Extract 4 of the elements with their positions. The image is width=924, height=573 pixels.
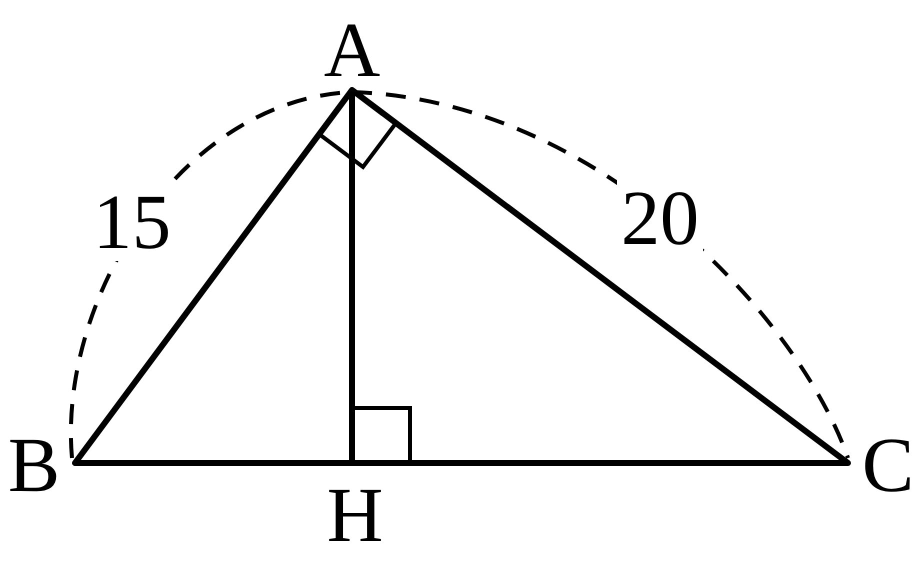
vertex-label: B (8, 426, 60, 504)
vertex-label: A (324, 11, 380, 89)
foot-label: H (326, 476, 384, 554)
vertex-label: C (862, 426, 914, 504)
